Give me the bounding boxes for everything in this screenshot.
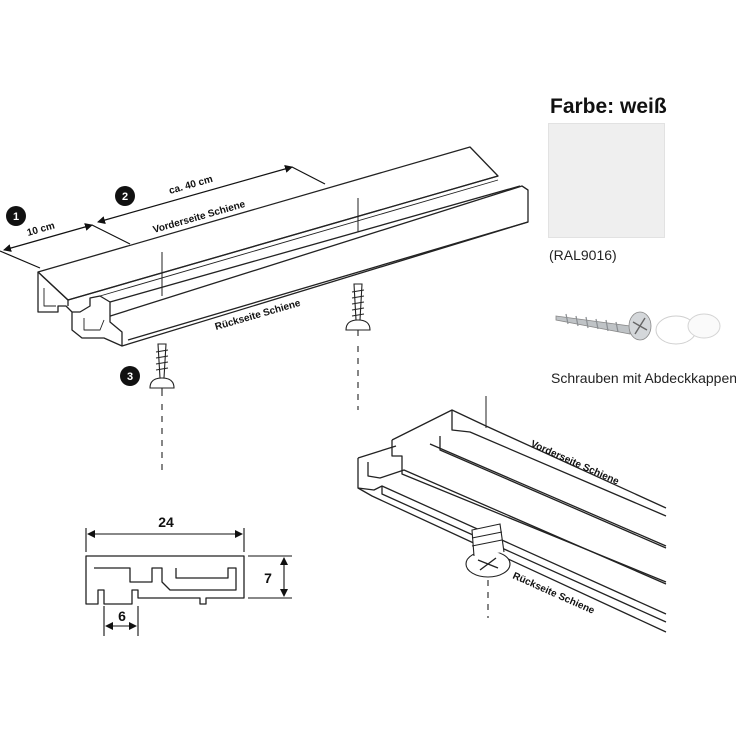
profile-dimensions bbox=[85, 528, 292, 636]
top-dimensions bbox=[0, 165, 326, 269]
step-badge-2: 2 bbox=[115, 186, 135, 206]
top-rail-drawing bbox=[37, 146, 529, 347]
accessory-caption: Schrauben mit Abdeckkappen bbox=[551, 370, 736, 386]
step-1-label: 1 bbox=[13, 211, 19, 223]
color-title: Farbe: weiß bbox=[550, 95, 667, 118]
profile-slot-label: 6 bbox=[118, 608, 126, 624]
screw-icon bbox=[345, 283, 371, 410]
profile-cross-section bbox=[85, 555, 245, 605]
dim-40cm-label: ca. 40 cm bbox=[168, 174, 214, 197]
ral-code: (RAL9016) bbox=[549, 247, 617, 263]
bottom-rail-drawing bbox=[357, 396, 667, 633]
screw-icon bbox=[465, 523, 511, 618]
color-swatch bbox=[548, 123, 665, 238]
screw-with-cap-icon bbox=[555, 311, 721, 345]
step-badge-3: 3 bbox=[120, 366, 140, 386]
step-badge-1: 1 bbox=[6, 206, 26, 226]
step-3-label: 3 bbox=[127, 371, 133, 383]
step-2-label: 2 bbox=[122, 191, 128, 203]
screw-icon bbox=[149, 343, 175, 470]
profile-width-label: 24 bbox=[158, 514, 174, 530]
profile-height-label: 7 bbox=[264, 570, 272, 586]
